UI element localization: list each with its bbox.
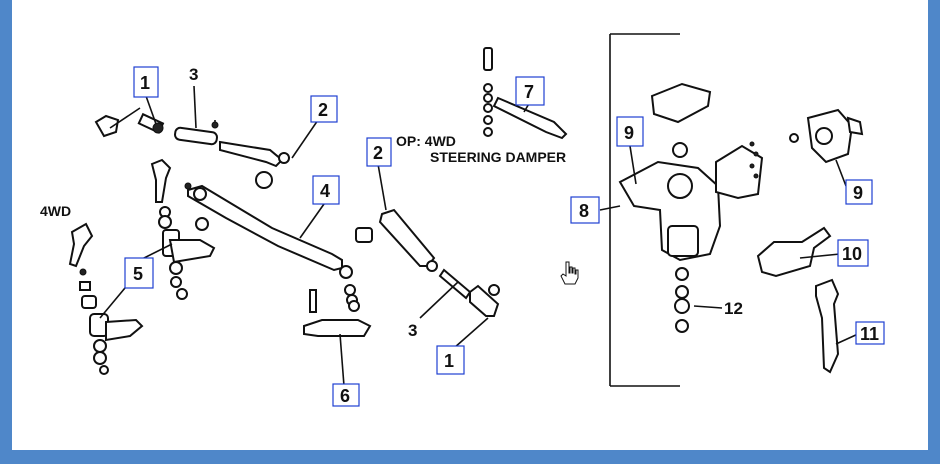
callout-9-right: 9 <box>845 179 873 205</box>
callout-1-right: 1 <box>436 345 465 375</box>
svg-text:5: 5 <box>133 264 143 284</box>
center-arm-bracket <box>303 289 372 337</box>
idler-arm-stack-left <box>81 158 216 375</box>
callout-8: 8 <box>570 196 600 224</box>
adjusting-tube-left <box>174 120 290 168</box>
svg-text:2: 2 <box>318 100 328 120</box>
svg-text:2: 2 <box>373 143 383 163</box>
steering-gear-cover <box>789 108 864 164</box>
label-4wd-left: 4WD <box>40 203 71 219</box>
svg-text:7: 7 <box>524 82 534 102</box>
callout-9-left: 9 <box>616 116 644 147</box>
callout-4: 4 <box>312 175 340 205</box>
svg-text:10: 10 <box>842 244 862 264</box>
svg-text:4: 4 <box>320 181 330 201</box>
callout-2-left: 2 <box>310 95 338 123</box>
svg-text:1: 1 <box>444 351 454 371</box>
window-border-bottom <box>0 450 940 464</box>
leader-lines <box>99 85 859 387</box>
steering-damper <box>483 47 568 140</box>
window-border-left <box>0 0 12 464</box>
svg-text:11: 11 <box>860 324 879 344</box>
diagram-canvas: 4WD OP: 4WD STEERING DAMPER 3 3 12 1 2 2 <box>12 0 928 450</box>
svg-text:1: 1 <box>140 73 150 93</box>
callout-5: 5 <box>124 257 154 289</box>
label-steering-damper: STEERING DAMPER <box>430 149 566 165</box>
relay-rod <box>184 171 358 306</box>
svg-text:9: 9 <box>853 183 863 203</box>
steering-gear-housing <box>618 82 764 333</box>
part-number-12: 12 <box>724 299 743 318</box>
knuckle-arm-4wd <box>68 222 94 291</box>
part-number-3-right: 3 <box>408 321 417 340</box>
callout-7: 7 <box>515 76 545 106</box>
callout-10: 10 <box>837 239 869 267</box>
callout-11: 11 <box>855 321 885 345</box>
svg-text:6: 6 <box>340 386 350 406</box>
steering-shaft <box>815 278 840 374</box>
window-border-right <box>928 0 940 464</box>
svg-text:9: 9 <box>624 123 634 143</box>
tie-rod-end-left <box>94 107 165 138</box>
hand-cursor-icon <box>560 261 579 285</box>
callout-6: 6 <box>332 383 360 407</box>
svg-text:8: 8 <box>579 201 589 221</box>
callout-2-right: 2 <box>366 137 392 167</box>
part-number-3-left: 3 <box>189 65 198 84</box>
steering-valve <box>756 226 832 278</box>
steering-linkage-diagram: 4WD OP: 4WD STEERING DAMPER 3 3 12 1 2 2 <box>40 33 885 407</box>
callout-1-left: 1 <box>133 66 159 98</box>
label-op-4wd: OP: 4WD <box>396 133 456 149</box>
tie-rod-right <box>355 208 500 317</box>
